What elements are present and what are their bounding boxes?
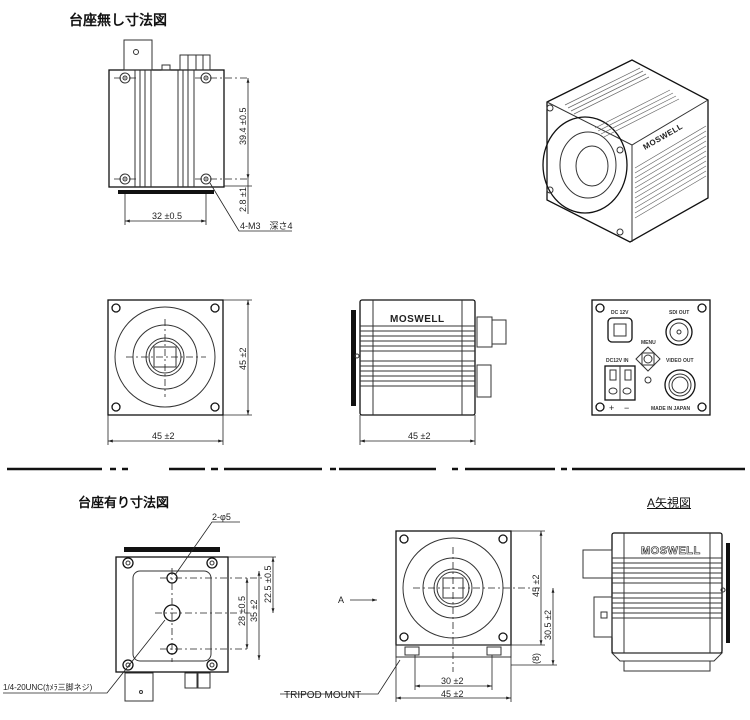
front-height-dim: 45 ±2 <box>238 348 248 370</box>
base-front-view: A TRIPOD MOUNT 45 ±2 30.5 ±2 (8) 30 ±2 4… <box>280 530 557 702</box>
menu-label: MENU <box>641 340 656 346</box>
sdi-connector <box>665 318 693 346</box>
title-with-base: 台座有り寸法図 <box>78 496 170 511</box>
dim-22-5: 22.5 ±0.5 <box>263 566 273 603</box>
base-bottom-view: 2-φ5 1/4-20UNC(ｶﾒﾗ三脚ネジ) 22.5 ±0.5 28 ±0.… <box>3 512 276 702</box>
view-a: MOSWELL <box>582 532 730 672</box>
front-width-dim: 45 ±2 <box>152 431 174 441</box>
side-width-dim: 45 ±2 <box>408 431 430 441</box>
arrow-a-label: A <box>338 595 344 605</box>
top-view: 39.4 ±0.5 2.8 ±1 32 ±0.5 4-M3 深さ4 <box>108 39 293 232</box>
lens-mount-plate <box>118 190 214 194</box>
menu-dpad[interactable] <box>635 346 661 372</box>
rear-panel: DC 12V SDI OUT MENU DC12V IN + − VIDEO O… <box>591 299 711 416</box>
dc-in-label: DC12V IN <box>606 358 629 364</box>
side-view: MOSWELL 45 ±2 <box>351 299 507 445</box>
video-label: VIDEO OUT <box>666 358 694 364</box>
dim-32: 32 ±0.5 <box>152 211 182 221</box>
inner-width-dim: 30 ±2 <box>441 676 463 686</box>
hole-note: 2-φ5 <box>212 512 231 522</box>
minus-label: − <box>624 403 629 413</box>
dim-2-8: 2.8 ±1 <box>238 187 248 212</box>
bnc-connector <box>123 39 153 71</box>
title-view-a: A矢視図 <box>647 496 692 510</box>
video-connector <box>664 369 696 401</box>
title-without-base: 台座無し寸法図 <box>69 13 167 29</box>
base-width-dim: 45 ±2 <box>441 689 463 699</box>
dim-28: 28 ±0.5 <box>237 596 247 626</box>
isometric-view: MOSWELL <box>542 59 709 243</box>
screw-note: 4-M3 深さ4 <box>240 221 293 231</box>
tripod-note: 1/4-20UNC(ｶﾒﾗ三脚ネジ) <box>3 682 93 692</box>
dim-35: 35 ±2 <box>249 600 259 622</box>
base-height-dim: (8) <box>531 653 541 664</box>
origin-label: MADE IN JAPAN <box>651 406 690 412</box>
tripod-mount-label: TRIPOD MOUNT <box>284 690 361 701</box>
view-a-brand: MOSWELL <box>641 545 701 557</box>
base-front-height-dim: 45 ±2 <box>531 575 541 597</box>
dc-jack <box>607 317 633 343</box>
front-view: 45 ±2 45 ±2 <box>107 299 252 445</box>
sdi-label: SDI OUT <box>669 310 689 316</box>
axis-height-dim: 30.5 ±2 <box>543 610 553 640</box>
dim-39-4: 39.4 ±0.5 <box>238 108 248 145</box>
terminal-block <box>179 54 211 71</box>
top-body <box>108 69 225 188</box>
side-brand: MOSWELL <box>390 314 445 325</box>
dc-label: DC 12V <box>611 310 629 316</box>
plus-label: + <box>609 403 614 413</box>
